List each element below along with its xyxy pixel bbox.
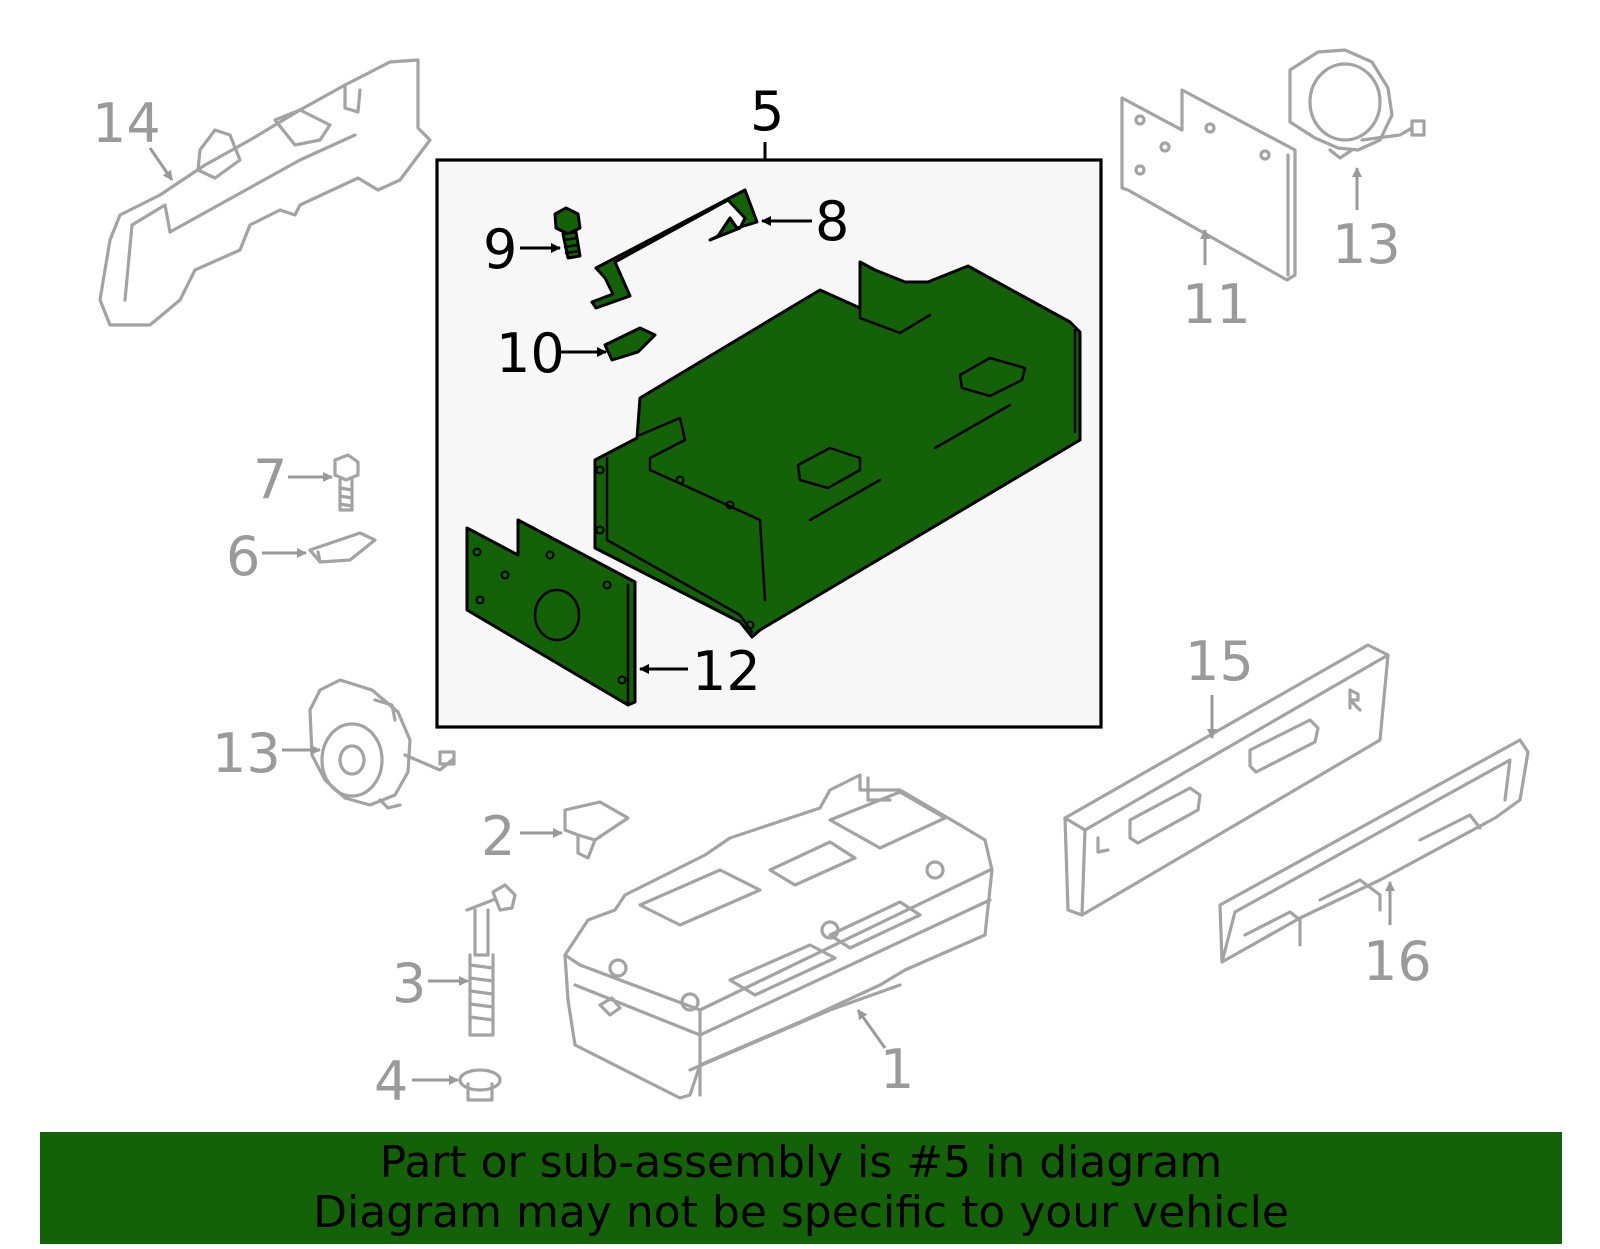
part-15-panel [1063, 643, 1390, 917]
callout-13-lower: 13 [212, 722, 281, 785]
part-12-plate [465, 518, 637, 707]
part-4-grommet [458, 1068, 502, 1102]
callout-6: 6 [226, 525, 260, 588]
leader-arrows [148, 147, 1395, 1085]
callout-16: 16 [1363, 930, 1432, 993]
callout-1: 1 [880, 1038, 914, 1101]
part-8-strap [590, 188, 759, 310]
callout-14: 14 [92, 92, 161, 155]
callout-5: 5 [750, 80, 784, 143]
callout-3: 3 [392, 952, 426, 1015]
info-banner: Part or sub-assembly is #5 in diagram Di… [40, 1132, 1562, 1244]
callout-4: 4 [374, 1050, 408, 1113]
callout-15: 15 [1185, 630, 1254, 693]
part-6-clip [308, 531, 377, 564]
callout-2: 2 [481, 805, 515, 868]
part-13-blower-upper [1288, 48, 1426, 160]
callout-13-upper: 13 [1332, 213, 1401, 276]
part-10-clip [603, 326, 657, 362]
callout-7: 7 [253, 448, 287, 511]
part-2-bracket [563, 800, 630, 860]
part-16-panel [1218, 738, 1530, 964]
part-13-blower-lower [308, 678, 456, 810]
callout-12: 12 [692, 640, 761, 703]
part-3-stud [465, 883, 517, 1037]
part-11-plate [1120, 88, 1297, 282]
callout-11: 11 [1182, 273, 1251, 336]
callout-10: 10 [496, 322, 565, 385]
banner-line-2: Diagram may not be specific to your vehi… [313, 1187, 1289, 1238]
banner-line-1: Part or sub-assembly is #5 in diagram [379, 1137, 1223, 1188]
callout-8: 8 [815, 190, 849, 253]
callout-9: 9 [483, 218, 517, 281]
part-9-bolt [553, 206, 582, 260]
part-1-battery [563, 773, 994, 1100]
part-14-shield [98, 58, 432, 327]
part-7-bolt [333, 453, 360, 512]
battery-cover-main [593, 260, 1082, 639]
callout-labels: 14 11 13 7 6 13 2 3 4 1 15 16 5 8 9 10 1… [92, 80, 1432, 1113]
